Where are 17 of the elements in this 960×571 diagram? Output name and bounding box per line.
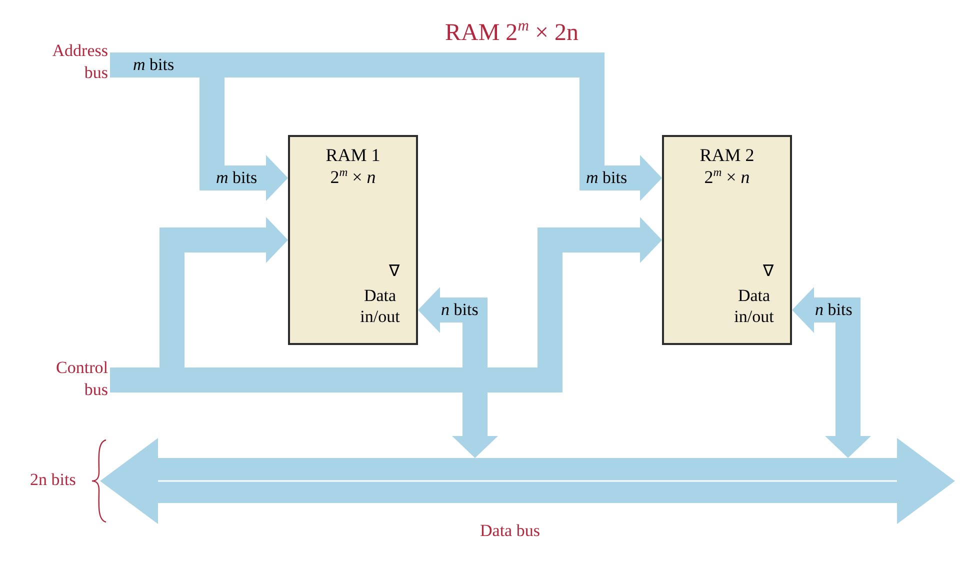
block-title: RAM 1	[324, 145, 382, 166]
bus-label: Data bus	[480, 521, 540, 541]
port-label: Data in/out	[359, 285, 401, 327]
bus-arrow	[418, 287, 498, 458]
block-size: 2$^{m}$ × n	[703, 167, 751, 188]
memory-block	[662, 135, 792, 345]
block-size: 2$^{m}$ × n	[329, 167, 377, 188]
diagram-title: RAM 2$^{m}$ × 2n	[445, 20, 578, 47]
bus-label: Address bus	[51, 40, 108, 84]
bus-arrow	[792, 287, 871, 458]
bus-label: Control bus	[55, 357, 108, 401]
port-symbol: ∇	[389, 262, 400, 281]
block-title: RAM 2	[698, 145, 756, 166]
port-label: Data in/out	[733, 285, 775, 327]
port-symbol: ∇	[763, 262, 774, 281]
memory-block	[288, 135, 418, 345]
bit-width-label: 2n bits	[30, 470, 76, 490]
